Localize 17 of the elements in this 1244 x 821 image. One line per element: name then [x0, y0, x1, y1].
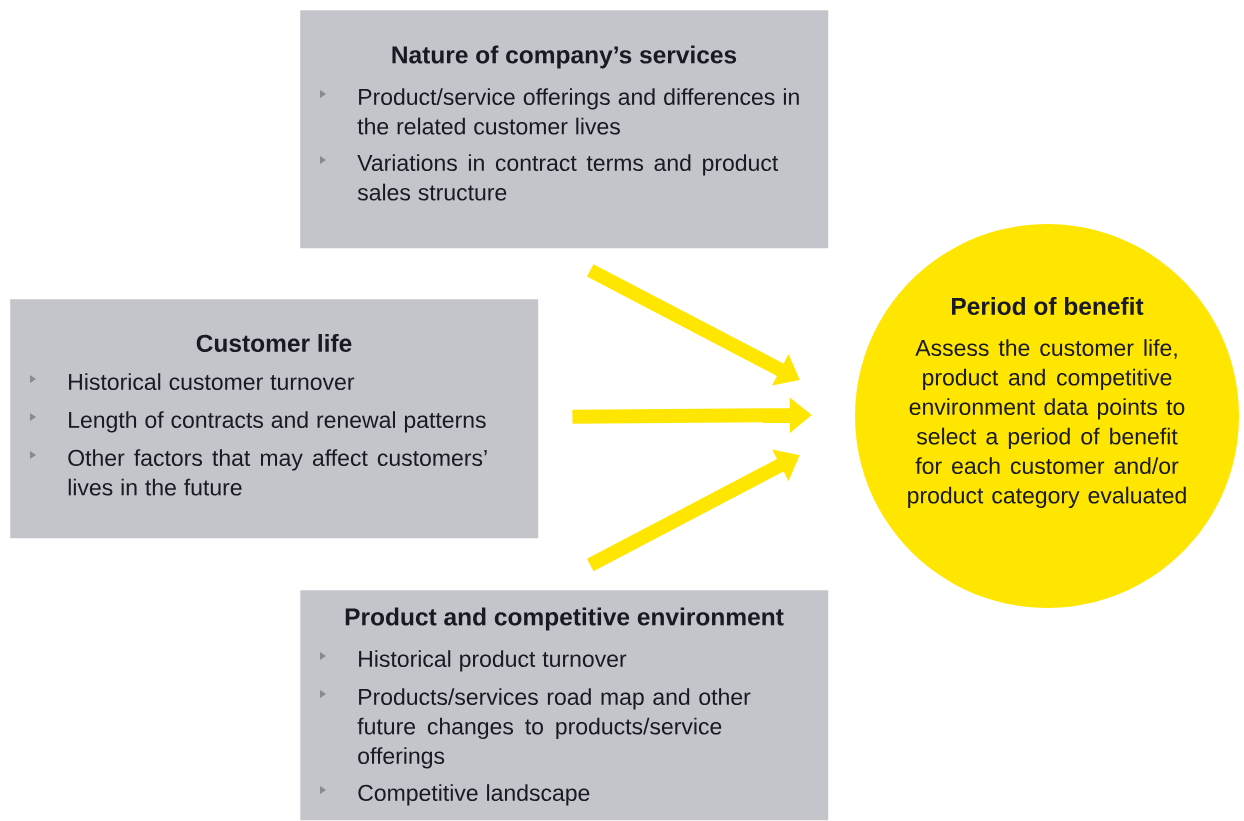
bullet-text: Other factors that may affect customers’ lives in the future: [68, 449, 487, 496]
text-box: [300, 10, 829, 249]
bullet-text: Historical customer turnover: [69, 373, 355, 391]
text-box: [10, 299, 539, 539]
circle-text: Assess the customer life, product and competitive environment data points to select a period of benefit for each customer and/or product category evaluated: [908, 339, 1186, 509]
bullet-text: Length of contracts and renewal patterns: [69, 411, 486, 433]
bullet-text: Competitive landscape: [358, 784, 590, 806]
text-box: [300, 590, 829, 821]
bullet-text: Historical product turnover: [359, 650, 627, 672]
bullet-text: Product/service offerings and differences in the related customer lives: [357, 88, 799, 135]
box-heading: Customer life: [196, 334, 352, 352]
circle-heading: Period of benefit: [952, 297, 1144, 315]
circle: [855, 224, 1239, 608]
bullet-text: Products/services road map and other future changes to products/service offerings: [357, 688, 751, 769]
box-heading: Nature of company’s services: [392, 45, 737, 69]
box-heading: Product and competitive environment: [345, 607, 784, 631]
bullet-text: Variations in contract terms and product sales structure: [357, 154, 779, 201]
